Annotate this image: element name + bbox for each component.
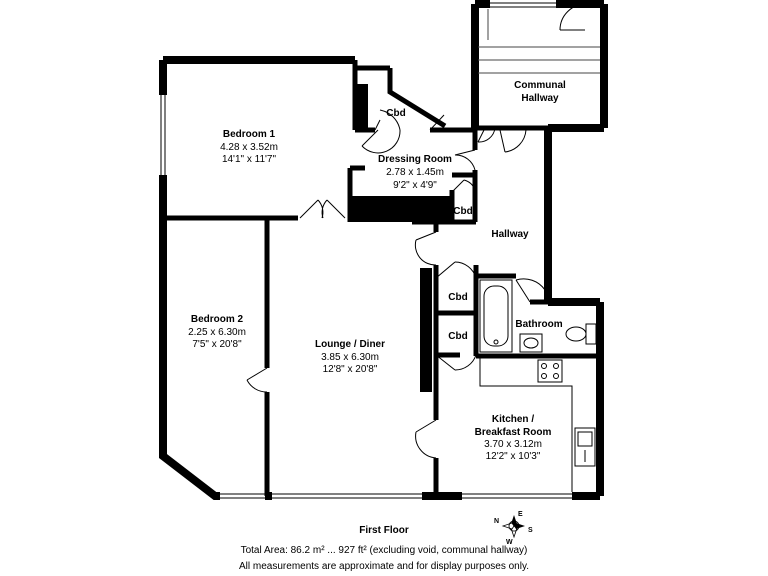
room-label-lounge-diner: Lounge / Diner 3.85 x 6.30m 12'8" x 20'8… (315, 339, 385, 375)
washbasin (519, 333, 543, 353)
room-imperial: 12'2" x 10'3" (486, 451, 541, 462)
room-name: Cbd (448, 292, 467, 303)
room-metric: 4.28 x 3.52m (220, 142, 278, 153)
room-metric: 3.70 x 3.12m (484, 439, 542, 450)
room-label-cbd-upper: Cbd (448, 292, 467, 303)
room-name: Bedroom 1 (223, 129, 276, 140)
room-name: Cbd (386, 108, 405, 119)
room-name: Cbd (448, 331, 467, 342)
room-label-cbd-dressing: Cbd (453, 206, 472, 217)
compass-w-label: W (506, 539, 513, 546)
compass-s-label: S (528, 527, 533, 534)
room-label-bathroom: Bathroom (515, 319, 562, 330)
room-label-communal-hallway: Communal Hallway (514, 80, 566, 104)
room-metric: 3.85 x 6.30m (321, 352, 379, 363)
total-area-note: Total Area: 86.2 m² ... 927 ft² (excludi… (240, 545, 528, 556)
room-label-cbd-lower: Cbd (448, 331, 467, 342)
room-metric: 2.78 x 1.45m (386, 167, 444, 178)
communal-hallway-lines (478, 9, 600, 74)
compass-e-label: E (518, 511, 523, 518)
room-imperial: 9'2" x 4'9" (393, 180, 437, 191)
room-imperial: 7'5" x 20'8" (192, 339, 242, 350)
room-name-line1: Communal (514, 80, 566, 91)
room-label-bedroom-2: Bedroom 2 2.25 x 6.30m 7'5" x 20'8" (188, 314, 246, 350)
room-label-dressing-room: Dressing Room 2.78 x 1.45m 9'2" x 4'9" (378, 154, 452, 191)
windows (159, 1, 572, 500)
room-name: Bathroom (515, 319, 562, 330)
room-name: Lounge / Diner (315, 339, 385, 350)
bathtub (479, 279, 513, 353)
room-name: Hallway (491, 229, 529, 240)
room-name: Dressing Room (378, 154, 452, 165)
room-imperial: 14'1" x 11'7" (222, 154, 277, 165)
disclaimer-note: All measurements are approximate and for… (239, 561, 529, 572)
room-name: Bedroom 2 (191, 314, 244, 325)
room-label-kitchen: Kitchen / Breakfast Room 3.70 x 3.12m 12… (475, 414, 552, 462)
toilet (565, 323, 597, 345)
room-name-line2: Hallway (521, 93, 559, 104)
room-label-hallway: Hallway (491, 229, 529, 240)
compass: N E S W (494, 511, 533, 546)
room-metric: 2.25 x 6.30m (188, 327, 246, 338)
room-name-line2: Breakfast Room (475, 427, 552, 438)
internal-walls (163, 60, 600, 496)
room-name-line1: Kitchen / (492, 414, 534, 425)
room-imperial: 12'8" x 20'8" (323, 364, 378, 375)
compass-n-label: N (494, 518, 499, 525)
door-swings (246, 3, 587, 459)
kitchen-units (479, 356, 596, 492)
external-walls (159, 0, 608, 500)
floor-title: First Floor (359, 525, 409, 536)
solid-wall-blocks (350, 84, 452, 392)
room-name: Cbd (453, 206, 472, 217)
room-label-cbd-top: Cbd (386, 108, 405, 119)
room-label-bedroom-1: Bedroom 1 4.28 x 3.52m 14'1" x 11'7" (220, 129, 278, 165)
